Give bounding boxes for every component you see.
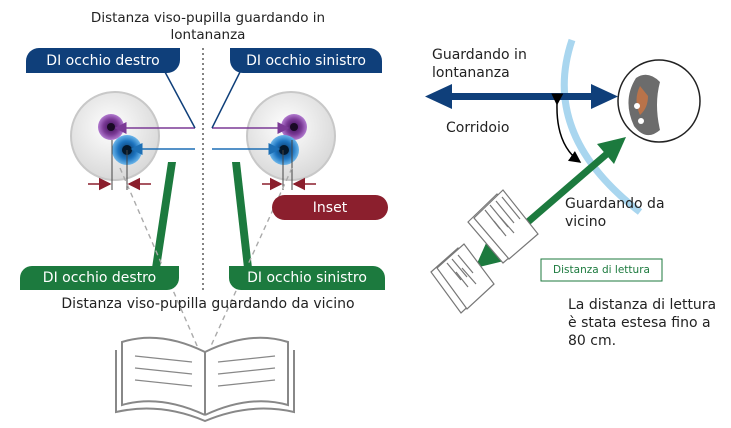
near-gaze-label-line1: Guardando da	[565, 196, 665, 212]
book-illustration	[115, 336, 295, 423]
reading-distance-box	[540, 258, 663, 282]
right-eye	[70, 91, 160, 181]
far-pd-caption-line2: lontananza	[170, 27, 246, 43]
near-gaze-label-line2: vicino	[565, 214, 607, 230]
reading-distance-label: Distanza di lettura	[553, 264, 650, 276]
right-eye-near-pd-label: DI occhio destro	[20, 266, 179, 290]
far-gaze-arrow	[425, 84, 618, 109]
left-eye-far-pd-label: DI occhio sinistro	[230, 48, 382, 73]
green-wedge-left	[232, 162, 252, 268]
reading-distance-note-line2: è stata estesa fino a	[568, 315, 711, 331]
reading-distance-note-line1: La distanza di lettura	[568, 297, 717, 313]
paper-far	[430, 243, 495, 314]
reading-distance-note: La distanza di lettura è stata estesa fi…	[568, 296, 716, 350]
near-gaze-label: Guardando da vicino	[565, 195, 665, 231]
corridor-label: Corridoio	[446, 120, 510, 136]
green-wedge-right	[152, 162, 176, 268]
far-gaze-label-line1: Guardando in	[432, 47, 527, 63]
right-eye-far-pd-label: DI occhio destro	[26, 48, 180, 73]
inset-label: Inset	[272, 195, 388, 220]
far-gaze-label-line2: lontananza	[432, 65, 510, 81]
far-pd-caption-line1: Distanza viso-pupilla guardando in	[90, 10, 326, 26]
left-eye-near-pd-label: DI occhio sinistro	[229, 266, 385, 290]
reading-distance-note-line3: 80 cm.	[568, 333, 617, 349]
paper-near	[467, 189, 539, 264]
left-eye	[246, 91, 336, 181]
near-pd-caption: Distanza viso-pupilla guardando da vicin…	[61, 296, 355, 312]
far-gaze-label: Guardando in lontananza	[432, 46, 527, 82]
far-pd-caption: Distanza viso-pupilla guardando in lonta…	[58, 10, 358, 44]
